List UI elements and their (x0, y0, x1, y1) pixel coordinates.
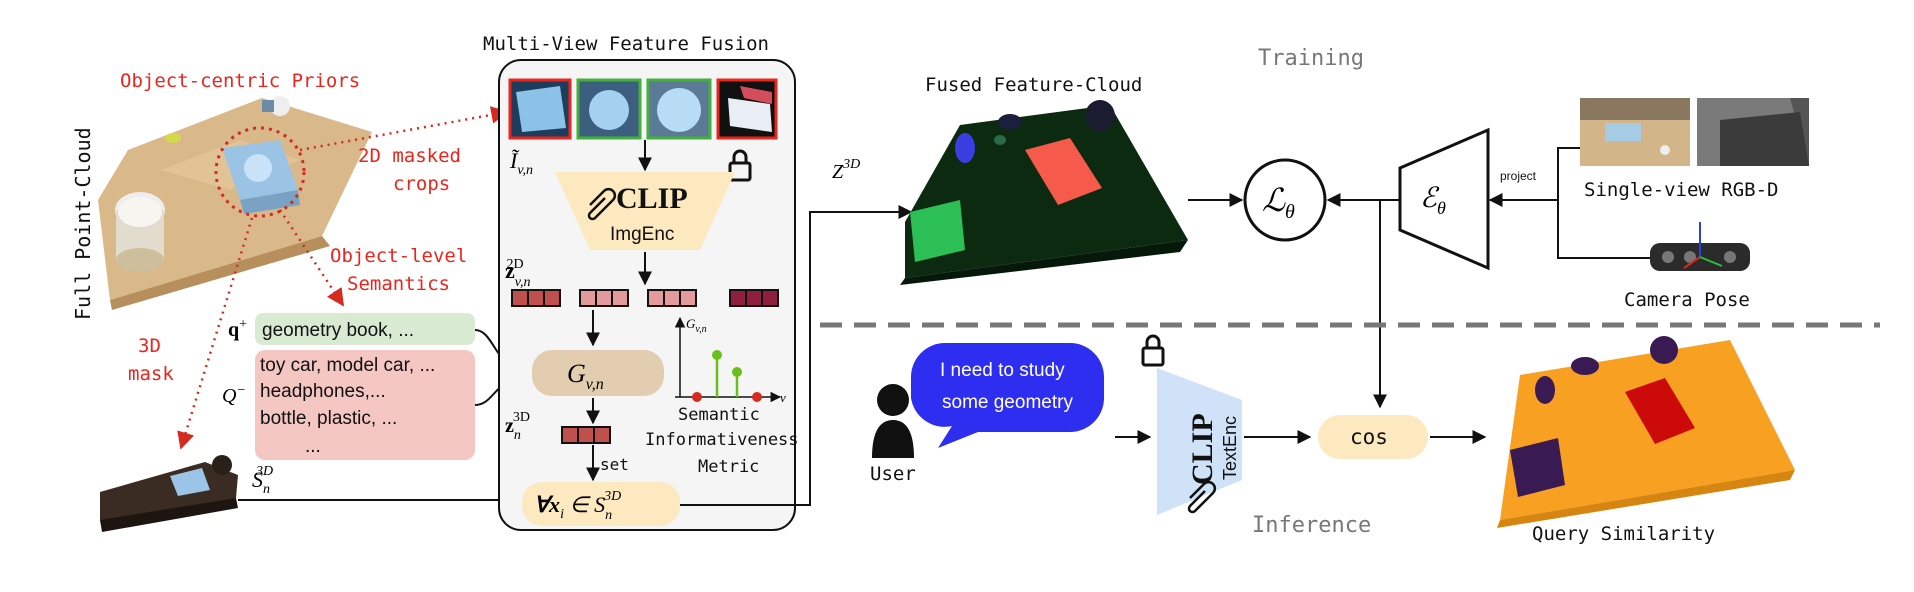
q-minus-label: Q− (222, 383, 246, 407)
speech-bubble (911, 343, 1104, 448)
feature-vector-3d (561, 426, 611, 444)
masked-crops-label-2: crops (393, 173, 450, 195)
cos-label: cos (1350, 425, 1388, 449)
g-block (532, 350, 664, 396)
i-tilde-label: Ĩv,n (509, 148, 533, 178)
g-axis-label: Gv,n (686, 316, 707, 335)
fused-feature-cloud-label: Fused Feature-Cloud (925, 74, 1142, 96)
negative-query-box (255, 350, 475, 460)
mask3d-label-1: 3D (138, 335, 161, 357)
semantic-label-3: Metric (698, 457, 759, 477)
mask3d-label-2: mask (128, 363, 174, 385)
single-view-rgbd-images (1580, 98, 1809, 166)
lock-icon (728, 149, 752, 182)
arrow-to-semantics (278, 209, 345, 307)
clip-name: CLIP (616, 182, 688, 215)
feature-vectors-2d (511, 289, 779, 307)
loss-label: ℒθ (1262, 182, 1295, 223)
3d-mask-object (100, 455, 238, 532)
full-point-cloud-image (98, 96, 372, 310)
object-level-label-2: Semantics (347, 273, 450, 295)
training-label: Training (1258, 46, 1364, 71)
object-prior-circle (214, 126, 306, 218)
bubble-line-1: I need to study (940, 360, 1065, 381)
inference-label: Inference (1252, 513, 1371, 538)
encoder-label: ℰθ (1420, 183, 1446, 218)
set-label: set (600, 455, 629, 474)
positive-query-text: geometry book, ... (262, 320, 414, 341)
single-view-rgbd-label: Single-view RGB-D (1584, 179, 1778, 201)
text-enc-label: TextEnc (1220, 416, 1240, 480)
loss-circle (1243, 158, 1327, 242)
g-label: Gv,n (567, 359, 604, 393)
query-similarity-image (1497, 336, 1795, 528)
img-enc-label: ImgEnc (610, 224, 674, 245)
negative-query-line-3: bottle, plastic, ... (260, 408, 397, 429)
positive-query-box (255, 313, 475, 345)
paperclip-icon (587, 187, 617, 221)
v-axis-label: v (780, 390, 786, 405)
camera-pose-label: Camera Pose (1624, 289, 1750, 311)
semantic-metric-chart (674, 316, 782, 403)
object-level-label-1: Object-level (330, 245, 467, 267)
Z3d-label: Z3D (832, 157, 860, 183)
q-plus-label: q+ (228, 317, 247, 341)
user-icon (872, 384, 914, 458)
project-label: project (1500, 169, 1537, 183)
arrow-forall-to-fused (680, 205, 913, 506)
z3d-label: zn3D (505, 410, 530, 443)
query-similarity-label: Query Similarity (1532, 523, 1715, 545)
multi-view-title: Multi-View Feature Fusion (483, 33, 769, 55)
forall-box (522, 482, 680, 526)
user-label: User (870, 463, 916, 485)
negative-query-line-1: toy car, model car, ... (260, 355, 435, 376)
arrow-to-3d-mask (177, 217, 254, 450)
lock-icon-text-enc (1141, 334, 1165, 367)
z2d-label: zv,n2D (505, 257, 530, 290)
paperclip-icon-text (1187, 480, 1217, 514)
line-camera-to-project (1557, 200, 1670, 259)
forall-label: ∀xi ∈ Sn3D (534, 489, 621, 523)
full-point-cloud-label: Full Point-Cloud (71, 127, 95, 320)
clip-text-enc (1157, 368, 1242, 515)
arrow-rgbd-to-encoder (1488, 147, 1580, 207)
bubble-line-2: some geometry (942, 392, 1073, 413)
encoder-block (1398, 127, 1490, 271)
camera-icon (1650, 222, 1750, 271)
arrow-to-crops (299, 106, 509, 152)
semantic-label-2: Informativeness (645, 430, 799, 450)
clip-img-enc (555, 172, 735, 250)
text-enc-clip-name: CLIP (1186, 413, 1219, 485)
semantic-label-1: Semantic (678, 405, 760, 425)
masked-crops-label-1: 2D masked (358, 145, 461, 167)
fused-feature-cloud-image (900, 100, 1188, 285)
negative-query-line-4: ... (305, 436, 321, 457)
negative-query-line-2: headphones,... (260, 381, 386, 402)
crop-images (508, 78, 778, 140)
cos-block (1318, 415, 1428, 459)
object-centric-priors-label: Object-centric Priors (120, 70, 360, 92)
s3d-label: Sn3D (252, 464, 273, 497)
